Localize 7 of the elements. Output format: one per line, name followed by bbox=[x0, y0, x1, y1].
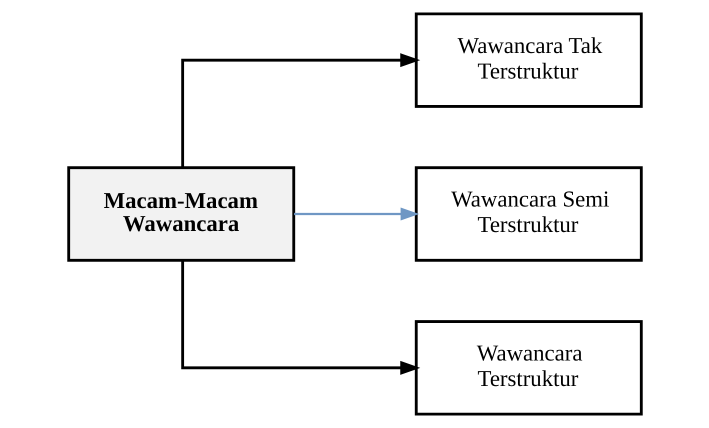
arrow bbox=[294, 208, 419, 220]
arrow bbox=[180, 260, 420, 375]
node-box: Wawancara Semi Terstruktur bbox=[414, 166, 642, 262]
arrow bbox=[180, 53, 420, 168]
node-box: Wawancara Terstruktur bbox=[414, 320, 642, 416]
node-box: Wawancara Tak Terstruktur bbox=[414, 12, 642, 108]
node-box: Macam-Macam Wawancara bbox=[66, 166, 295, 262]
